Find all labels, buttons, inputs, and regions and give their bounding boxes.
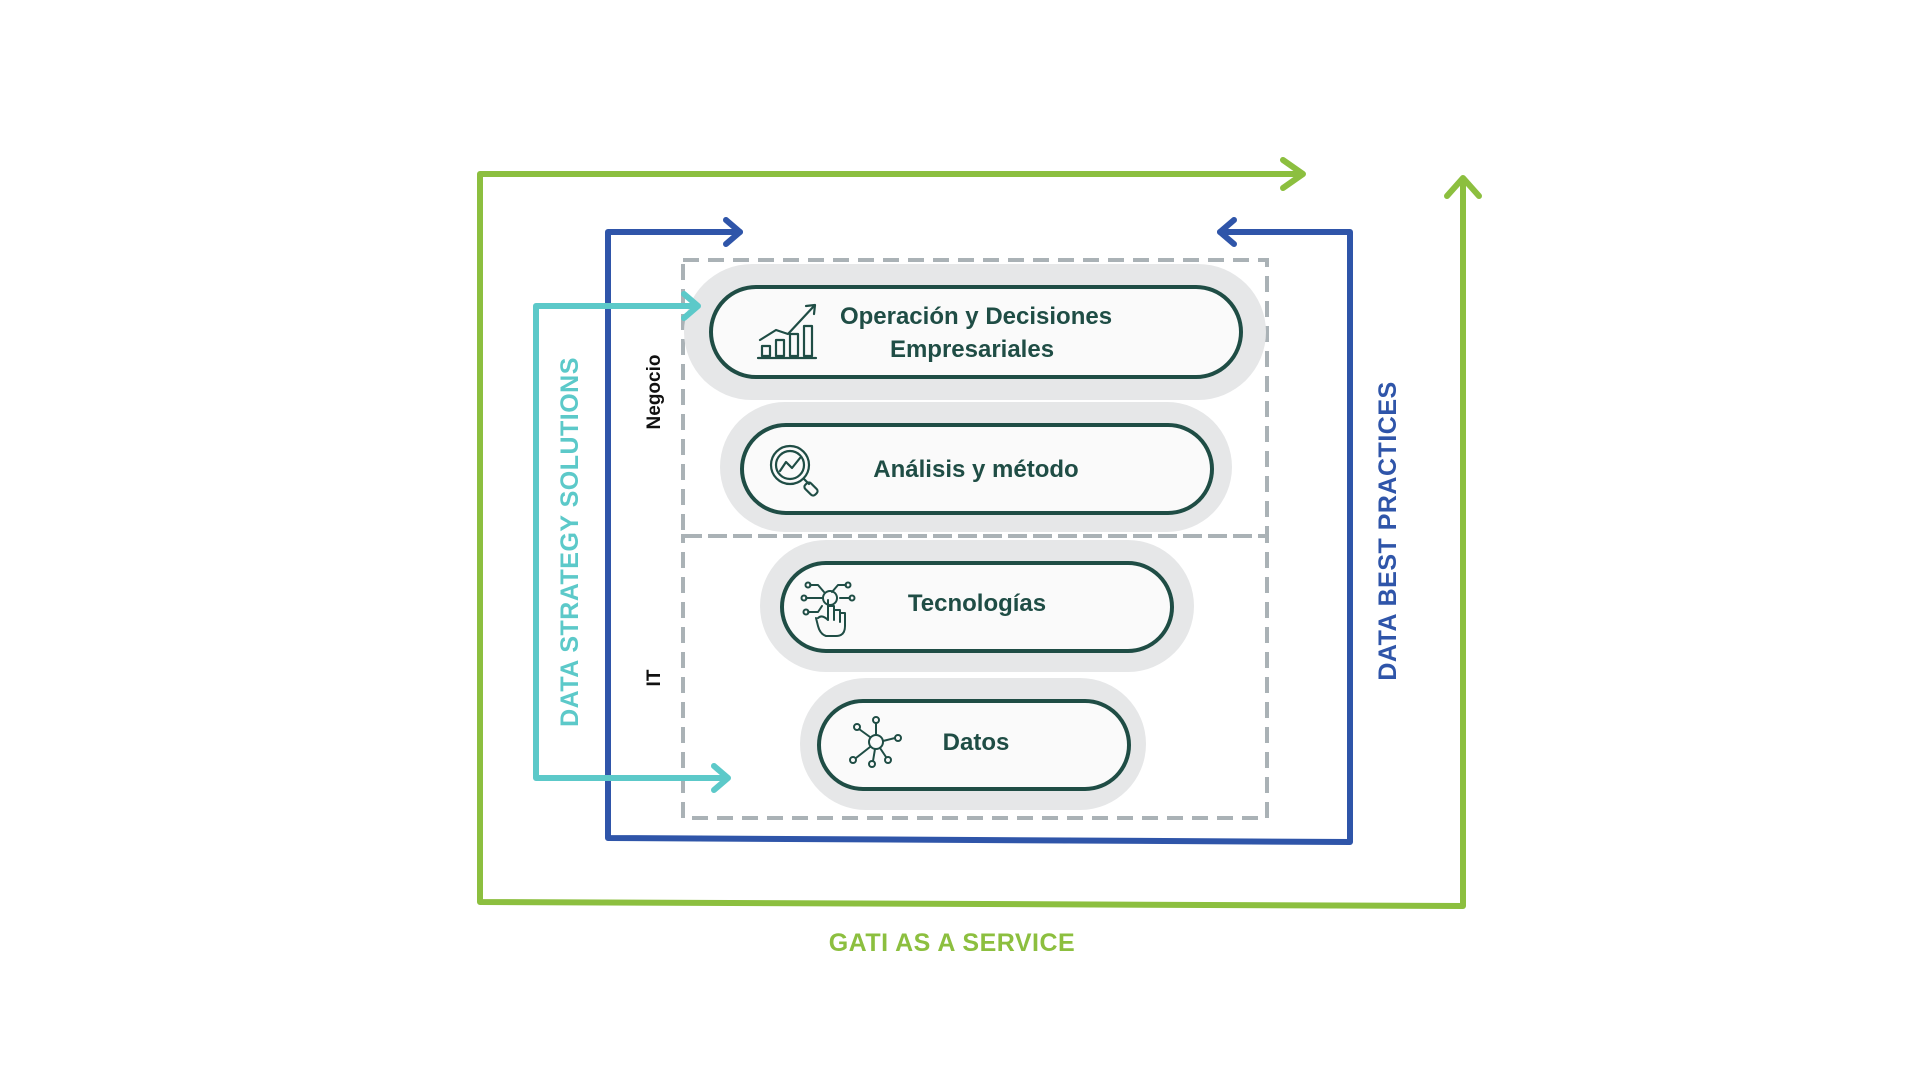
layer-1-label-line1: Operación y Decisiones	[840, 303, 1112, 330]
pill-layer-1	[709, 285, 1243, 379]
touch-line-1	[809, 584, 825, 593]
inner-teal-arrowhead-top	[681, 291, 701, 321]
data-network-node-5	[849, 756, 857, 764]
pills	[709, 285, 1243, 791]
magnifier-trend-line	[778, 456, 802, 473]
touch-line-3	[807, 605, 823, 613]
touch-network-icon	[800, 581, 856, 637]
middle-blue-label: DATA BEST PRACTICES	[1374, 381, 1402, 680]
touch-hand	[815, 599, 846, 637]
inner-teal-label: DATA STRATEGY SOLUTIONS	[556, 357, 584, 727]
layer-1-label-line2: Empresariales	[890, 336, 1054, 363]
pill-layer-2	[740, 423, 1214, 515]
middle-blue-loop	[605, 217, 1353, 845]
layer-3-label: Tecnologías	[908, 590, 1046, 617]
middle-blue-arrowhead-left	[1217, 217, 1237, 247]
magnifier-analytics-icon	[769, 444, 819, 497]
business-zone-box	[681, 258, 1269, 538]
zone-label-it: IT	[644, 669, 665, 686]
inner-teal-arrowhead-bottom	[711, 763, 731, 793]
it-zone-box	[681, 534, 1269, 820]
zone-label-negocio: Negocio	[644, 355, 665, 430]
outer-green-path	[477, 171, 1466, 909]
pill-layer-3	[780, 561, 1174, 653]
inner-teal-path	[533, 303, 729, 781]
growth-chart-bar-2	[774, 338, 786, 358]
growth-chart-arrowhead	[804, 303, 817, 316]
data-network-link-1	[858, 728, 871, 738]
data-network-node-4	[884, 756, 892, 764]
growth-chart-bar-3	[788, 332, 800, 358]
data-network-link-3	[882, 737, 896, 742]
data-network-link-6	[872, 748, 876, 762]
magnifier-inner-ring	[774, 449, 806, 481]
outer-green-loop	[477, 157, 1482, 909]
layer-4-label: Datos	[943, 729, 1010, 756]
outer-green-label: GATI AS A SERVICE	[829, 929, 1076, 957]
layer-2-label: Análisis y método	[873, 456, 1078, 483]
growth-chart-icon	[756, 303, 818, 360]
growth-chart-bar-4	[802, 324, 814, 358]
data-network-link-4	[879, 747, 887, 758]
touch-line-4	[831, 584, 847, 593]
data-network-node-1	[853, 723, 861, 731]
magnifier-handle	[803, 481, 819, 497]
growth-chart-trend	[758, 304, 816, 342]
outer-green-arrowhead-up	[1444, 175, 1482, 199]
middle-blue-arrowhead-right	[723, 217, 743, 247]
pill-layer-4	[817, 699, 1131, 791]
data-network-icon	[849, 716, 902, 768]
growth-chart-bar-1	[760, 344, 772, 358]
inner-teal-bracket	[533, 291, 731, 793]
magnifier-outer-ring	[769, 444, 811, 486]
outer-green-arrowhead-right	[1280, 157, 1306, 191]
data-network-link-5	[855, 746, 871, 759]
middle-blue-path-left	[605, 229, 1353, 845]
dashed-zones	[681, 258, 1269, 820]
